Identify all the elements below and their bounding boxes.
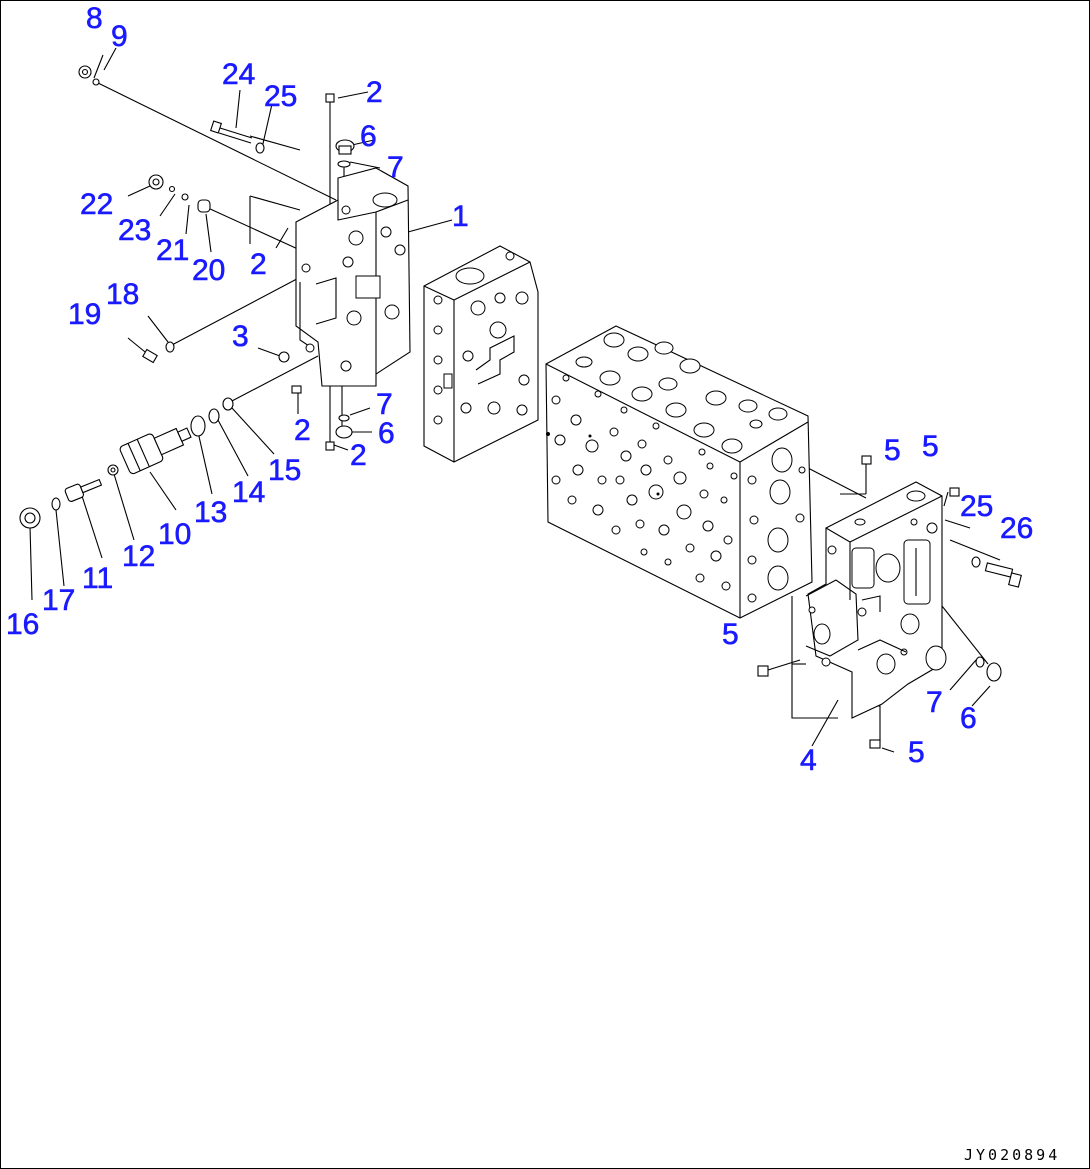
callout-6b: 6 <box>378 417 395 450</box>
callout-2b: 2 <box>250 248 267 281</box>
callout-17: 17 <box>42 584 75 617</box>
callout-7b: 7 <box>376 388 393 421</box>
callout-25b: 25 <box>960 490 993 523</box>
callout-5c: 5 <box>722 618 739 651</box>
callout-2: 2 <box>366 76 383 109</box>
valve-section-1 <box>295 167 411 387</box>
drawing-code: JY020894 <box>964 1146 1060 1164</box>
callout-13: 13 <box>194 496 227 529</box>
callout-4: 4 <box>800 744 817 777</box>
callout-5a: 5 <box>884 434 901 467</box>
main-valve-body <box>545 325 813 619</box>
callout-15: 15 <box>268 454 301 487</box>
callout-8: 8 <box>86 2 103 35</box>
callout-6: 6 <box>360 120 377 153</box>
callout-5d: 5 <box>908 736 925 769</box>
callout-18: 18 <box>106 278 139 311</box>
callout-7: 7 <box>387 151 404 184</box>
callout-14: 14 <box>232 476 265 509</box>
end-cover <box>805 481 947 719</box>
leader-lines <box>29 47 1001 753</box>
callout-22: 22 <box>80 188 113 221</box>
callout-5b: 5 <box>922 430 939 463</box>
callout-21: 21 <box>156 234 189 267</box>
callout-6c: 6 <box>960 702 977 735</box>
callout-11: 11 <box>82 562 113 595</box>
callout-23: 23 <box>118 214 151 247</box>
callout-16: 16 <box>6 608 39 641</box>
callout-7c: 7 <box>926 686 943 719</box>
callout-26: 26 <box>1000 512 1033 545</box>
callout-24: 24 <box>222 58 255 91</box>
callout-1: 1 <box>452 200 469 233</box>
callout-2c: 2 <box>294 414 311 447</box>
callout-19: 19 <box>68 298 101 331</box>
callout-25: 25 <box>264 80 297 113</box>
callout-3: 3 <box>232 320 249 353</box>
small-parts <box>19 65 1022 749</box>
callout-2d: 2 <box>350 439 367 472</box>
callout-12: 12 <box>122 540 155 573</box>
callout-20: 20 <box>192 254 225 287</box>
valve-section-2 <box>423 245 539 463</box>
callout-9: 9 <box>111 20 128 53</box>
callout-10: 10 <box>158 518 191 551</box>
callouts: 8 9 24 25 2 6 7 22 23 21 20 1 2 19 18 3 … <box>6 2 1034 778</box>
